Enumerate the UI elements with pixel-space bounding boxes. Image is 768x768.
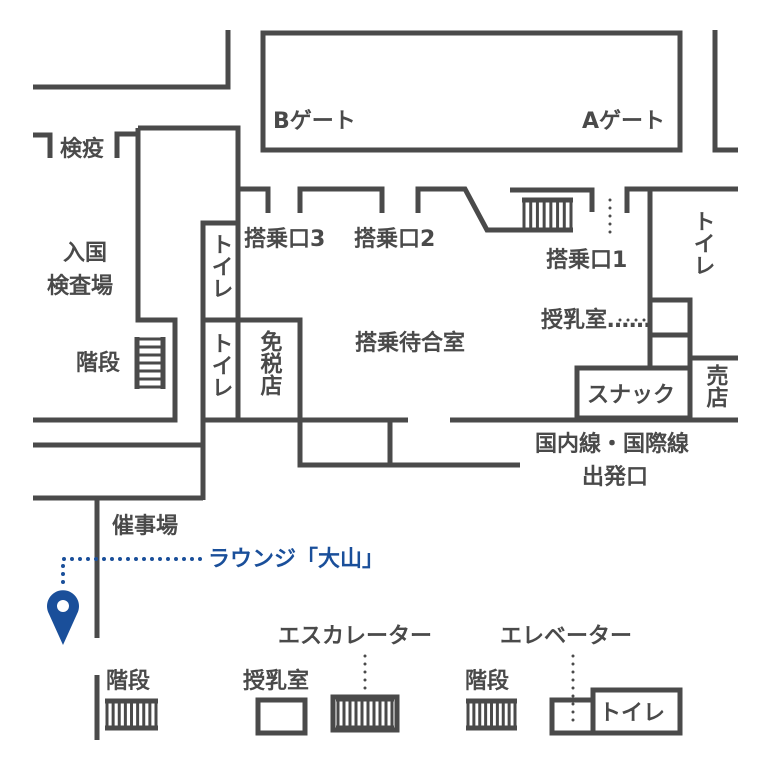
immigration-label-1: 入国 [63,241,107,266]
location-pin-icon[interactable] [47,590,79,645]
stairs-group [105,197,573,731]
toilet-2-label: トイレ [208,332,233,398]
gate-b-label: Bゲート [273,109,356,134]
dotted-leaders [61,198,650,726]
nursing-room-box [255,697,308,736]
waiting-room-label: 搭乗待合室 [355,330,465,356]
boarding-gate-2-label: 搭乗口2 [354,227,435,252]
boarding-gate-1-label: 搭乗口1 [546,248,627,273]
departure-label-2: 出発口 [582,465,648,490]
departure-label-1: 国内線・国際線 [535,431,689,457]
immigration-label-2: 検査場 [47,274,113,299]
gate-a-label: Aゲート [582,109,665,134]
escalator-label: エスカレーター [278,624,432,649]
toilet-1-label: トイレ [208,233,233,299]
nursing-room-upper-label: 授乳室…… [541,307,651,333]
stairs-left-label: 階段 [76,350,120,376]
nursing-room-lower-label: 授乳室 [243,668,309,694]
snack-label: スナック [587,383,675,408]
lounge-label[interactable]: ラウンジ「大山」 [208,547,384,572]
gate-area [260,30,683,153]
toilet-bottom-box [590,687,683,736]
quarantine-label: 検疫 [60,136,104,162]
toilet-bottom-label: トイレ [599,701,665,726]
boarding-gate-3-label: 搭乗口3 [244,227,325,252]
stairs-bottom-1-label: 階段 [106,668,150,694]
event-hall-label: 催事場 [112,513,178,539]
elevator-label: エレベーター [500,624,632,649]
stairs-bottom-2-label: 階段 [465,668,509,694]
duty-free-label: 免税店 [257,329,283,397]
shop-label: 売店 [703,363,729,409]
walls [33,30,738,740]
toilet-right-label: トイレ [690,210,715,276]
